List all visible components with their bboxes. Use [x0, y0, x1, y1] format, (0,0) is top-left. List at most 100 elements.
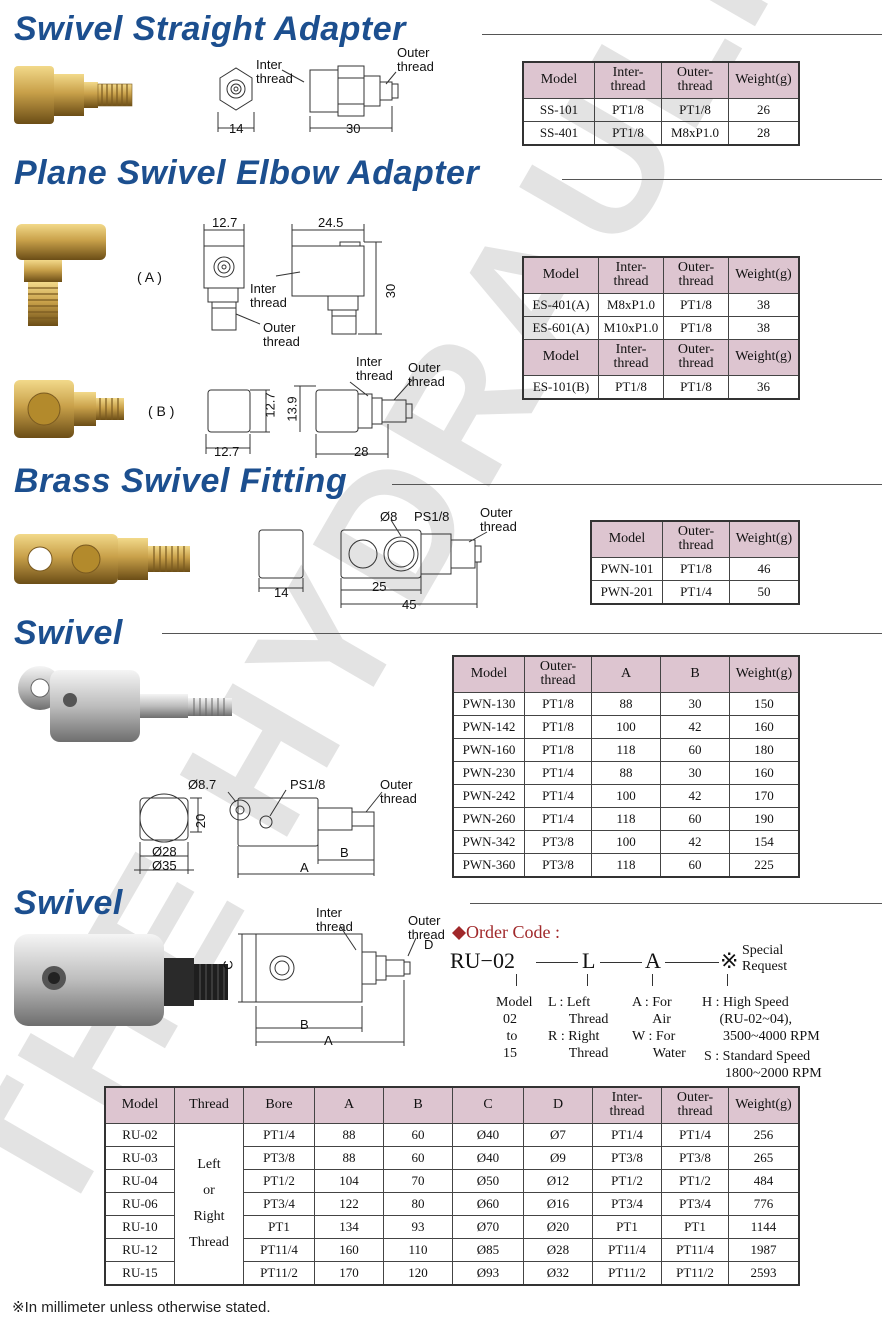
dim-14: 14 — [229, 121, 244, 136]
order-medium: A : For Air W : For Water — [632, 995, 686, 1061]
spec-table-swivel-ru: Model Thread Bore A B C D Inter- thread … — [104, 1086, 800, 1286]
cell: PT1/8 — [663, 374, 729, 399]
order-dash — [536, 962, 578, 963]
cell: PT11/4 — [661, 1237, 729, 1262]
dim-b: B — [340, 845, 349, 860]
order-dash — [600, 962, 642, 963]
order-code-title: Order Code : — [466, 922, 560, 942]
cell: 170 — [729, 783, 800, 808]
order-code-a: A — [645, 948, 661, 973]
th-d: D — [523, 1086, 593, 1124]
th-model: Model — [522, 338, 599, 376]
cell: PT1/8 — [663, 292, 729, 317]
order-thread-direction: L : Left Thread R : Right Thread — [548, 995, 609, 1061]
cell: PT1/8 — [524, 714, 592, 739]
section-rule — [482, 34, 882, 35]
dim-20-vertical: 20 — [193, 813, 209, 829]
cell-model: SS-401 — [522, 120, 595, 145]
straight-adapter-drawing — [217, 65, 399, 132]
order-tick — [516, 974, 517, 986]
cell: PT1/2 — [592, 1168, 662, 1193]
cell: Ø60 — [452, 1191, 524, 1216]
section-title-swivel: Swivel — [14, 614, 123, 652]
spec-table-swivel-pwn: Model Outer- thread A B Weight(g) PWN-13… — [452, 655, 800, 878]
cell: 2593 — [728, 1260, 800, 1285]
cell: 60 — [660, 806, 730, 831]
dim-30-vertical: 30 — [383, 283, 399, 299]
cell: PT1/8 — [661, 97, 729, 122]
th-bore: Bore — [243, 1086, 315, 1124]
th-model: Model — [522, 256, 599, 294]
elbow-b-photo — [14, 380, 124, 438]
section-title-swivel-straight-adapter: Swivel Straight Adapter — [14, 10, 406, 48]
cell: PT1/4 — [662, 579, 730, 604]
cell: 160 — [729, 760, 800, 785]
cell: 42 — [660, 829, 730, 854]
cell: Ø12 — [523, 1168, 593, 1193]
elbow-a-drawing — [203, 224, 382, 335]
cell: 120 — [383, 1260, 453, 1285]
section-rule — [162, 633, 882, 634]
dim-30: 30 — [346, 121, 361, 136]
cell: Ø40 — [452, 1122, 524, 1147]
cell: M8xP1.0 — [661, 120, 729, 145]
cell: M10xP1.0 — [598, 315, 664, 340]
th-thread: Thread — [174, 1086, 244, 1124]
section-title-plane-swivel-elbow: Plane Swivel Elbow Adapter — [14, 154, 480, 192]
elbow-b-drawing — [205, 379, 413, 458]
order-high-speed: H : High Speed (RU-02~04), 3500~4000 RPM — [702, 995, 820, 1044]
cell: PT11/4 — [243, 1237, 315, 1262]
label-variant-b: ( B ) — [148, 403, 175, 419]
cell: 110 — [383, 1237, 453, 1262]
swivel-drawing — [134, 789, 383, 878]
cell: PT3/4 — [243, 1191, 315, 1216]
cell: 122 — [314, 1191, 384, 1216]
cell: Ø7 — [523, 1122, 593, 1147]
cell: PT3/8 — [243, 1145, 315, 1170]
swivel-ru-drawing — [238, 925, 417, 1046]
th-weight: Weight(g) — [728, 338, 800, 376]
cell: PT1/8 — [662, 556, 730, 581]
cell: PT3/4 — [592, 1191, 662, 1216]
cell: 104 — [314, 1168, 384, 1193]
th-weight: Weight(g) — [728, 1086, 800, 1124]
cell-model: RU-12 — [104, 1237, 175, 1262]
order-tick — [727, 974, 728, 986]
th-outer-thread: Outer- thread — [663, 338, 729, 376]
cell: Ø70 — [452, 1214, 524, 1239]
label-inter-thread: Inter thread — [316, 905, 353, 934]
cell: 93 — [383, 1214, 453, 1239]
cell-model: PWN-242 — [452, 783, 525, 808]
cell: 265 — [728, 1145, 800, 1170]
cell: Ø16 — [523, 1191, 593, 1216]
th-outer-thread: Outer- thread — [661, 1086, 729, 1124]
th-model: Model — [104, 1086, 175, 1124]
cell: 38 — [728, 292, 800, 317]
dim-25: 25 — [372, 579, 387, 594]
cell: 154 — [729, 829, 800, 854]
cell: PT1/4 — [592, 1122, 662, 1147]
th-outer-thread: Outer- thread — [524, 655, 592, 693]
label-outer-thread: Outer thread — [397, 45, 434, 74]
label-inter-thread: Inter thread — [256, 57, 293, 86]
order-code-ru: RU−02 — [450, 948, 515, 973]
th-c: C — [452, 1086, 524, 1124]
label-ps1-8: PS1/8 — [414, 509, 450, 524]
dim-d: D — [424, 937, 434, 952]
cell: PT1/8 — [524, 691, 592, 716]
cell: Ø93 — [452, 1260, 524, 1285]
elbow-a-photo — [16, 224, 106, 326]
cell: PT1/4 — [661, 1122, 729, 1147]
dim-12-7: 12.7 — [214, 444, 240, 459]
dim-12-7-vertical: 12.7 — [262, 392, 278, 418]
straight-adapter-photo — [14, 66, 133, 124]
spec-table-swivel-straight: Model Inter- thread Outer- thread Weight… — [522, 61, 800, 146]
